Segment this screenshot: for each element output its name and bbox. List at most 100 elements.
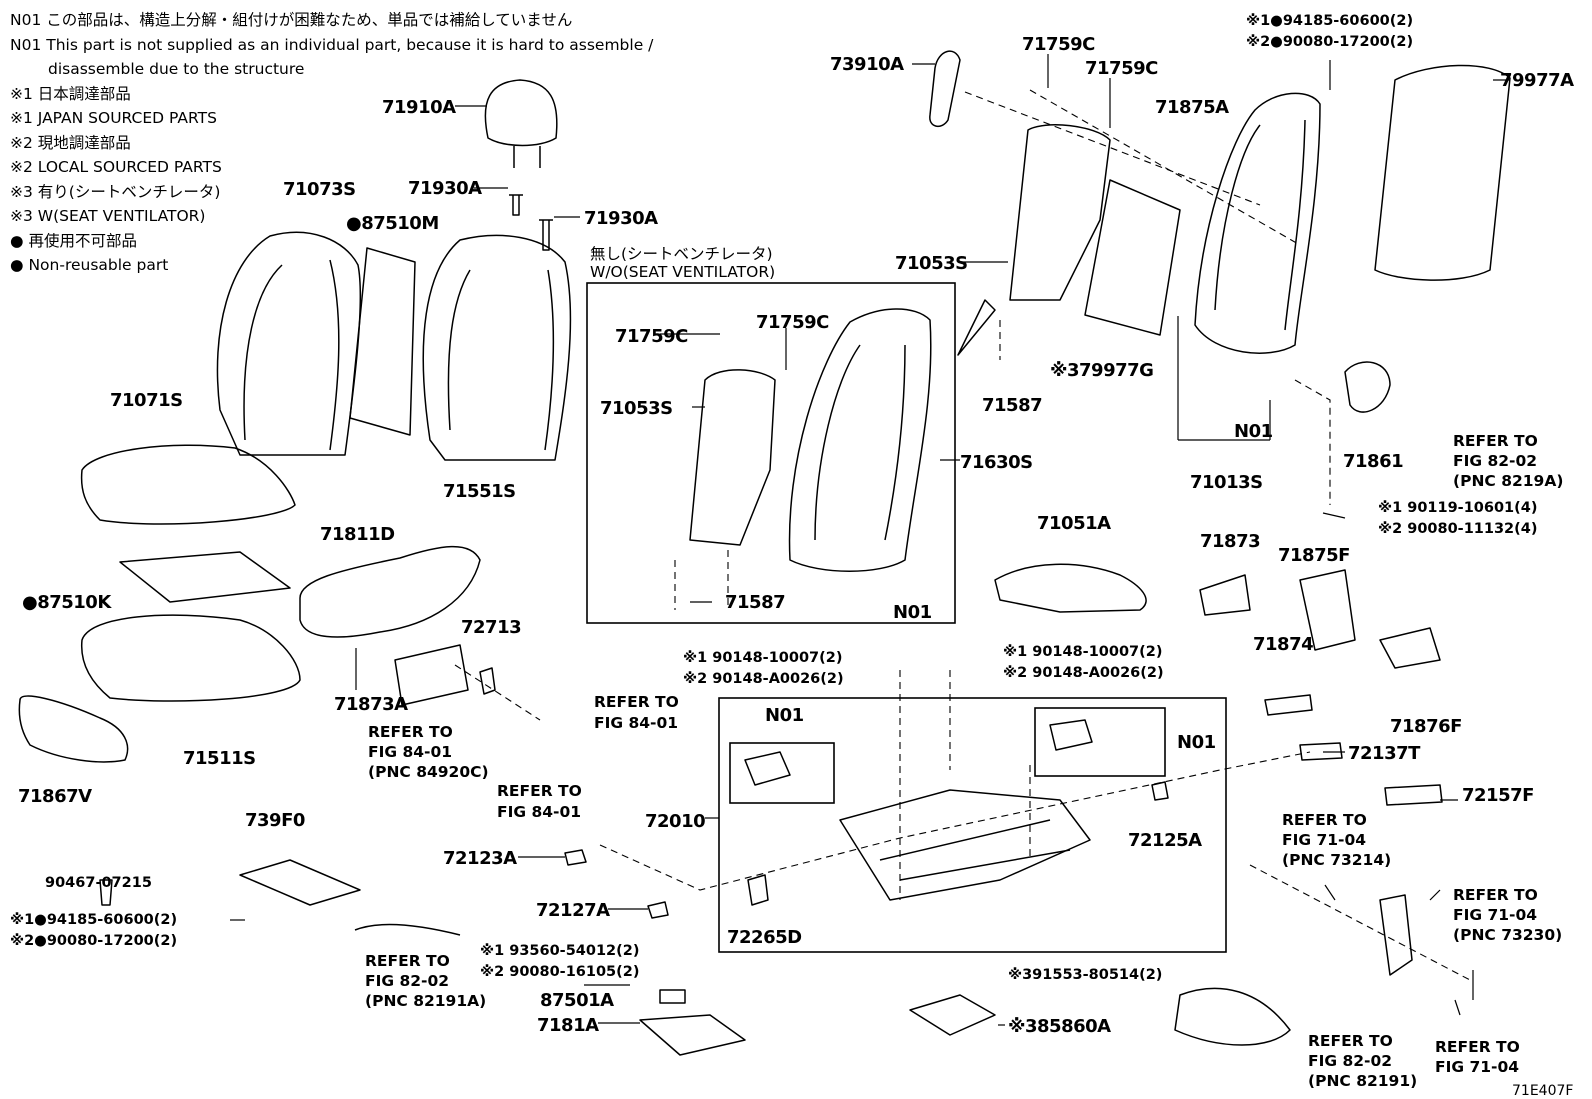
- cover-72157f: [1384, 784, 1443, 806]
- callout-71759c-top-b: 71759C: [1085, 58, 1158, 79]
- legend-line-3-jp: ※3 有り(シートベンチレータ): [10, 182, 221, 201]
- cover-739f0: [239, 859, 361, 906]
- callout-72265d: 72265D: [727, 927, 802, 948]
- callout-90148-10007-a: ※1 90148-10007(2): [683, 650, 843, 666]
- bracket-71873: [1199, 574, 1251, 616]
- callout-72137t: 72137T: [1348, 743, 1421, 764]
- ref-73214-line1: REFER TO: [1282, 811, 1367, 829]
- cushion-cover-71071s: [80, 444, 296, 525]
- seat-adjuster-inset-box: [718, 697, 1227, 953]
- ref-82191-line3: (PNC 82191): [1308, 1072, 1417, 1090]
- inset-title-jp: 無し(シートベンチレータ): [590, 245, 773, 263]
- legend-line-1-jp: ※1 日本調達部品: [10, 84, 131, 103]
- callout-71759c-top-a: 71759C: [1022, 34, 1095, 55]
- callout-71876f: 71876F: [1390, 716, 1462, 737]
- callouts: 73910A 71759C 71759C 71875A ※1●94185-606…: [10, 13, 1575, 1090]
- buckle-73230: [1379, 894, 1413, 976]
- callout-90080-17200-top: ※2●90080-17200(2): [1246, 34, 1413, 50]
- callout-72157f: 72157F: [1462, 785, 1534, 806]
- heater-sheet-87510k: [119, 551, 291, 603]
- motor-inset-box-right: [1034, 707, 1166, 777]
- harness-82191a: [354, 923, 461, 936]
- callout-71051a: 71051A: [1037, 513, 1111, 534]
- bracket-71876f: [1379, 627, 1441, 669]
- callout-71551s: 71551S: [443, 481, 516, 502]
- ref-84920c-line3: (PNC 84920C): [368, 763, 489, 781]
- legend: N01 この部品は、構造上分解・組付けが困難なため、単品では補給していません N…: [10, 8, 653, 278]
- callout-n01-seatback: N01: [1234, 421, 1273, 442]
- ref-8219a-line1: REFER TO: [1453, 432, 1538, 450]
- ref-73214-line2: FIG 71-04: [1282, 831, 1366, 849]
- callout-71930a-left: 71930A: [408, 178, 482, 199]
- callout-71874: 71874: [1253, 634, 1313, 655]
- motor-n01-left: [744, 751, 791, 786]
- callout-87510m: ●87510M: [346, 213, 439, 234]
- pad-79977g: [1084, 179, 1181, 336]
- ref-73230-line3: (PNC 73230): [1453, 926, 1562, 944]
- legend-line-n01-en-cont: disassemble due to the structure: [48, 60, 305, 78]
- callout-n01-adjuster-left: N01: [765, 705, 804, 726]
- back-board-79977a: [1374, 64, 1511, 281]
- ref-82191-line1: REFER TO: [1308, 1032, 1393, 1050]
- callout-90080-11132: ※2 90080-11132(4): [1378, 521, 1538, 537]
- legend-line-2-en: ※2 LOCAL SOURCED PARTS: [10, 158, 222, 176]
- callout-71759c-inset-b: 71759C: [756, 312, 829, 333]
- leader-lines: [230, 54, 1510, 1026]
- callout-93560-54012: ※1 93560-54012(2): [480, 943, 640, 959]
- callout-90080-17200-bottom: ※2●90080-17200(2): [10, 933, 177, 949]
- cover-72137t: [1299, 742, 1343, 761]
- headrest-71910a: [484, 79, 558, 168]
- ref-8401-bottom-line2: FIG 84-01: [497, 803, 581, 821]
- callout-71930a-right: 71930A: [584, 208, 658, 229]
- plug-87501a: [659, 989, 686, 1004]
- clip-72125a: [1151, 781, 1169, 801]
- callout-72010: 72010: [645, 811, 705, 832]
- callout-71875f: 71875F: [1278, 545, 1350, 566]
- ref-84920c-line2: FIG 84-01: [368, 743, 452, 761]
- shield-71811d: [299, 545, 481, 638]
- callout-87501a: 87501A: [540, 990, 614, 1011]
- callout-71759c-inset-a: 71759C: [615, 326, 688, 347]
- clip-72123a: [564, 849, 587, 866]
- callout-71587: 71587: [982, 395, 1042, 416]
- figure-code: 71E407F: [1512, 1083, 1573, 1099]
- callout-71511s: 71511S: [183, 748, 256, 769]
- inset-frames: [586, 282, 1227, 953]
- seat-adjuster-72010: [839, 789, 1091, 901]
- clip-72265d: [747, 874, 769, 906]
- callout-94185-60600-bottom: ※1●94185-60600(2): [10, 912, 177, 928]
- dashed-lines: [454, 89, 1471, 981]
- harness-82191: [1174, 987, 1291, 1046]
- motor-inset-box-left: [729, 742, 835, 804]
- callout-71873: 71873: [1200, 531, 1260, 552]
- pad-79977g-arrow: [957, 299, 996, 356]
- ref-84920c-line1: REFER TO: [368, 723, 453, 741]
- callout-71910a: 71910A: [382, 97, 456, 118]
- bracket-7181a: [639, 1014, 746, 1056]
- bracket-72713: [479, 667, 496, 695]
- side-shield-71867v: [18, 695, 129, 763]
- clip-90467: [99, 879, 113, 906]
- callout-91553-80514: ※391553-80514(2): [1008, 967, 1162, 983]
- ref-73230-line1: REFER TO: [1453, 886, 1538, 904]
- inset-title-en: W/O(SEAT VENTILATOR): [590, 263, 775, 281]
- callout-87510k: ●87510K: [22, 592, 112, 613]
- legend-line-n01-en: N01 This part is not supplied as an indi…: [10, 35, 654, 54]
- callout-71053s-inset: 71053S: [600, 398, 673, 419]
- callout-90080-16105: ※2 90080-16105(2): [480, 964, 640, 980]
- callout-71630s: 71630S: [960, 452, 1033, 473]
- callout-71073s: 71073S: [283, 179, 356, 200]
- callout-90148-a0026-b: ※2 90148-A0026(2): [1003, 665, 1164, 681]
- callout-90119-10601: ※1 90119-10601(4): [1378, 500, 1538, 516]
- ref-82191a-line1: REFER TO: [365, 952, 450, 970]
- seatback-pad-71551s: [422, 234, 572, 461]
- mat-87510m: [349, 247, 416, 436]
- callout-90148-a0026-a: ※2 90148-A0026(2): [683, 671, 844, 687]
- callout-71867v: 71867V: [18, 786, 92, 807]
- callout-94185-60600-top: ※1●94185-60600(2): [1246, 13, 1413, 29]
- ref-8401-right-line1: REFER TO: [594, 693, 679, 711]
- callout-7181a: 7181A: [537, 1015, 599, 1036]
- cushion-pad-71511s: [80, 614, 301, 702]
- seatback-frame-inset-box: [586, 282, 956, 624]
